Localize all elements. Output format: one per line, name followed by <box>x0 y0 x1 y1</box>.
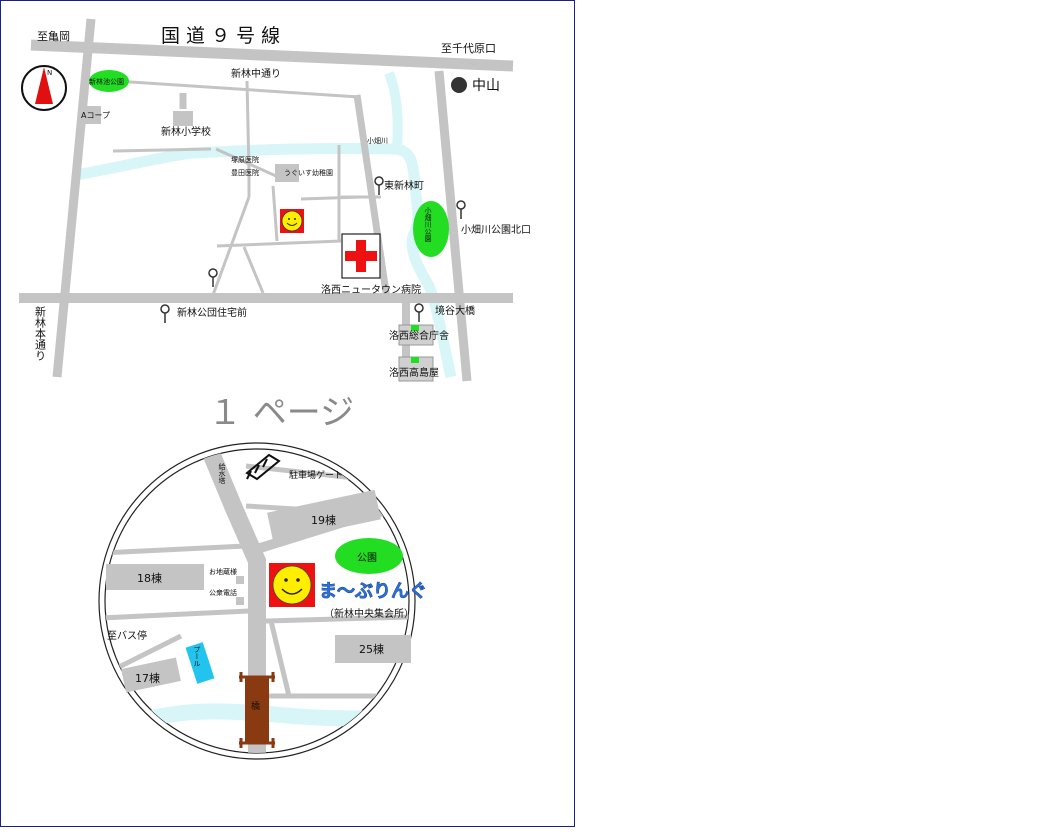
water-tower-label: 給水塔 <box>218 462 226 485</box>
page-label: １ ページ <box>208 393 354 433</box>
smiley-icon <box>269 563 315 607</box>
bottom-map: 給水塔 駐車場ゲート 19棟 公園 18棟 お地蔵様 公衆電話 ま～ぶりんぐ （… <box>98 442 427 760</box>
tsukahara-clinic-label: 塚原医院 <box>231 155 259 164</box>
shinrin-elementary-label: 新林小学校 <box>161 125 211 138</box>
rakusei-hospital-label: 洛西ニュータウン病院 <box>321 283 421 296</box>
venue-sub: （新林中央集会所） <box>324 607 414 620</box>
bus-stop-icon <box>160 304 170 323</box>
shinrin-danchi-label: 新林公団住宅前 <box>177 306 247 319</box>
bus-stop-icon <box>414 303 424 322</box>
bldg-19-block <box>267 489 381 543</box>
higashi-shinrin-label: 東新林町 <box>384 179 424 192</box>
obata-river-label: 小畑川 <box>367 136 388 145</box>
bus-stop-icon <box>374 176 384 195</box>
pool-block <box>185 642 215 684</box>
nakayama-label: 中山 <box>472 78 500 94</box>
to-bus-stop-label: 至バス停 <box>107 629 147 642</box>
venue-name: ま～ぶりんぐ <box>319 581 427 602</box>
bridge-icon <box>239 672 275 748</box>
bottom-park <box>335 538 403 574</box>
bldg-18-label: 18棟 <box>137 571 162 585</box>
top-map: 至亀岡 国 道 ９ 号 線 至千代原口 中山 N 新林池公園 Aコープ 新林中通… <box>19 18 531 382</box>
obata-river <box>75 142 457 379</box>
nursery-block <box>275 164 299 182</box>
rakusei-sogo-label: 洛西総合庁舎 <box>389 329 449 342</box>
a-coop-block <box>81 106 101 124</box>
station-dot-icon <box>451 77 467 93</box>
bldg-19-label: 19棟 <box>311 513 336 527</box>
obata-river-upper <box>384 71 403 150</box>
shinrin-ike-park <box>89 70 129 92</box>
east-road <box>434 70 472 382</box>
smiley-icon <box>280 209 304 233</box>
gate-icon <box>245 453 281 481</box>
compass-n: N <box>47 69 52 77</box>
bus-stop-icon <box>208 268 218 287</box>
bldg-17-label: 17棟 <box>135 671 160 685</box>
bottom-park-label: 公園 <box>357 552 377 564</box>
shinrin-ike-park-label: 新林池公園 <box>89 77 124 86</box>
parking-gate-label: 駐車場ゲート <box>289 469 343 481</box>
west-road <box>52 18 96 378</box>
shinrin-naka-dori-label: 新林中通り <box>231 67 281 80</box>
public-phone-label: 公衆電話 <box>209 588 237 597</box>
route-title: 国 道 ９ 号 線 <box>161 25 280 47</box>
pool-label: プール <box>193 646 201 667</box>
rakusei-takashimaya-label: 洛西高島屋 <box>389 366 439 379</box>
to-kameoka-label: 至亀岡 <box>37 29 70 43</box>
bldg-18-block <box>106 564 204 590</box>
uguisu-nursery-label: うぐいす幼稚園 <box>284 168 333 177</box>
to-sendaibara-label: 至千代原口 <box>441 42 496 55</box>
compass-icon: N <box>21 65 67 111</box>
obatagawa-park-label: 小畑川公園 <box>424 206 432 243</box>
access-map: 至亀岡 国 道 ９ 号 線 至千代原口 中山 N 新林池公園 Aコープ 新林中通… <box>19 18 531 760</box>
bus-stop-icon <box>456 200 466 219</box>
obatagawa-park <box>413 201 449 257</box>
sakaidani-bridge-label: 境谷大橋 <box>435 304 475 317</box>
main-path <box>197 449 266 753</box>
bldg-25-block <box>335 635 411 663</box>
school-block <box>173 111 193 126</box>
bldg-17-block <box>121 657 181 693</box>
a-coop-label: Aコープ <box>81 111 110 120</box>
ueda-clinic-label: 豊田医院 <box>231 168 259 177</box>
map-frame: 至亀岡 国 道 ９ 号 線 至千代原口 中山 N 新林池公園 Aコープ 新林中通… <box>0 0 575 827</box>
hospital-cross-icon <box>341 233 381 279</box>
obatagawa-park-north-label: 小畑川公園北口 <box>461 223 531 236</box>
route-9-road <box>30 39 514 72</box>
jizo-label: お地蔵様 <box>209 567 237 576</box>
bldg-25-label: 25棟 <box>359 642 384 656</box>
bridge-label: 橋 <box>251 700 260 712</box>
shinrin-hondori-label: 新林本通り <box>34 305 47 361</box>
